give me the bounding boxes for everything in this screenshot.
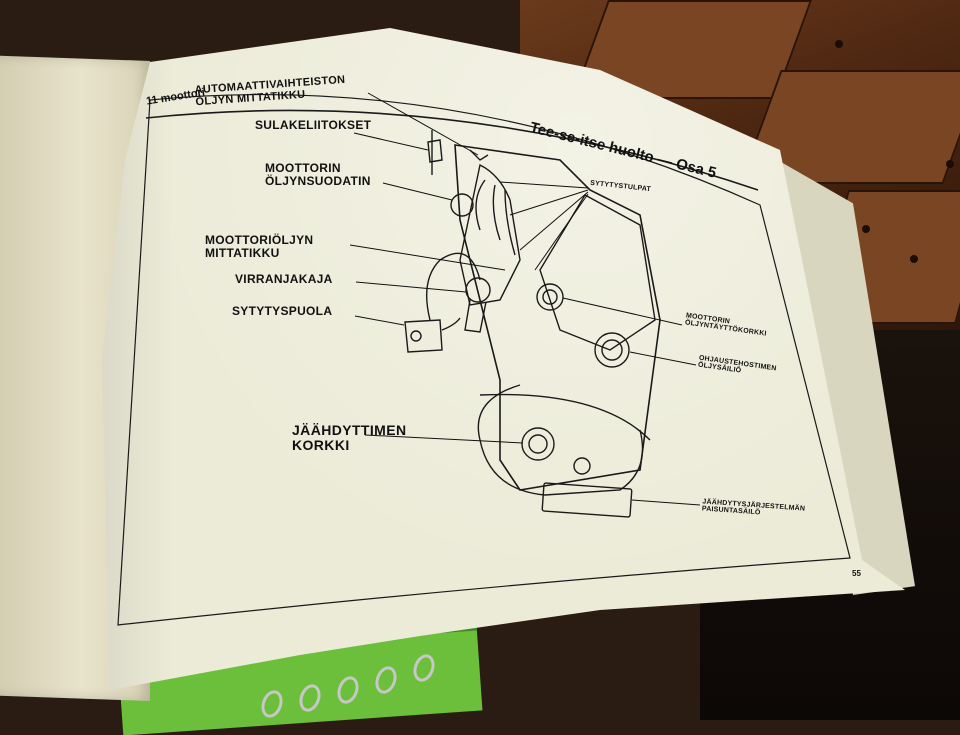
intake-manifold xyxy=(459,163,521,306)
label-ignition-coil: SYTYTYSPUOLA xyxy=(232,304,333,318)
engine-block xyxy=(539,194,656,351)
wood-nail-hole xyxy=(835,40,843,48)
leader-oil-filler-cap xyxy=(562,297,683,326)
leader-oil-dipstick xyxy=(349,244,506,271)
radiator-support xyxy=(479,393,651,441)
ignition-lead xyxy=(425,252,481,321)
leader-spark-plug-1 xyxy=(499,181,589,189)
label-distributor: VIRRANJAKAJA xyxy=(235,272,333,286)
leader-oil-filter xyxy=(382,182,453,201)
oil-filler-cap-shape xyxy=(536,283,564,311)
leader-radiator-cap xyxy=(364,434,524,444)
leader-fuse-connectors xyxy=(353,132,429,151)
radiator-hose xyxy=(477,384,644,496)
engine-bay-diagram xyxy=(117,92,851,626)
wood-nail-hole xyxy=(910,255,918,263)
engine-outline xyxy=(454,144,661,491)
distributor-shape xyxy=(465,277,491,303)
leader-distributor xyxy=(355,281,467,293)
power-steering-reservoir-shape xyxy=(594,332,630,368)
leader-spark-plug-4 xyxy=(534,193,589,271)
leader-expansion-tank xyxy=(631,499,701,506)
leader-power-steering xyxy=(629,351,697,366)
fuse-box-shape xyxy=(427,139,443,163)
label-fuse-connectors: SULAKELIITOKSET xyxy=(255,118,372,132)
label-radiator-cap: JÄÄHDYTTIMEN KORKKI xyxy=(292,422,407,453)
page-number: 55 xyxy=(852,569,861,578)
leader-ignition-coil xyxy=(354,315,405,326)
leader-spark-plug-3 xyxy=(519,191,589,251)
header-rule xyxy=(145,109,759,191)
wood-nail-hole xyxy=(946,160,954,168)
ignition-coil-shape xyxy=(404,319,443,353)
label-oil-filter: MOOTTORIN ÖLJYNSUODATIN xyxy=(265,161,371,188)
label-oil-dipstick: MOOTTORIÖLJYN MITTATIKKU xyxy=(205,233,314,260)
leader-spark-plug-2 xyxy=(509,189,589,216)
wood-nail-hole xyxy=(862,225,870,233)
radiator-cap-shape xyxy=(521,427,555,461)
diagram-frame xyxy=(117,93,851,626)
coolant-expansion-tank-shape xyxy=(541,482,633,518)
leader-automatic-dipstick xyxy=(367,92,479,156)
oil-filter-shape xyxy=(450,193,474,217)
spark-plug-leads xyxy=(475,179,516,256)
